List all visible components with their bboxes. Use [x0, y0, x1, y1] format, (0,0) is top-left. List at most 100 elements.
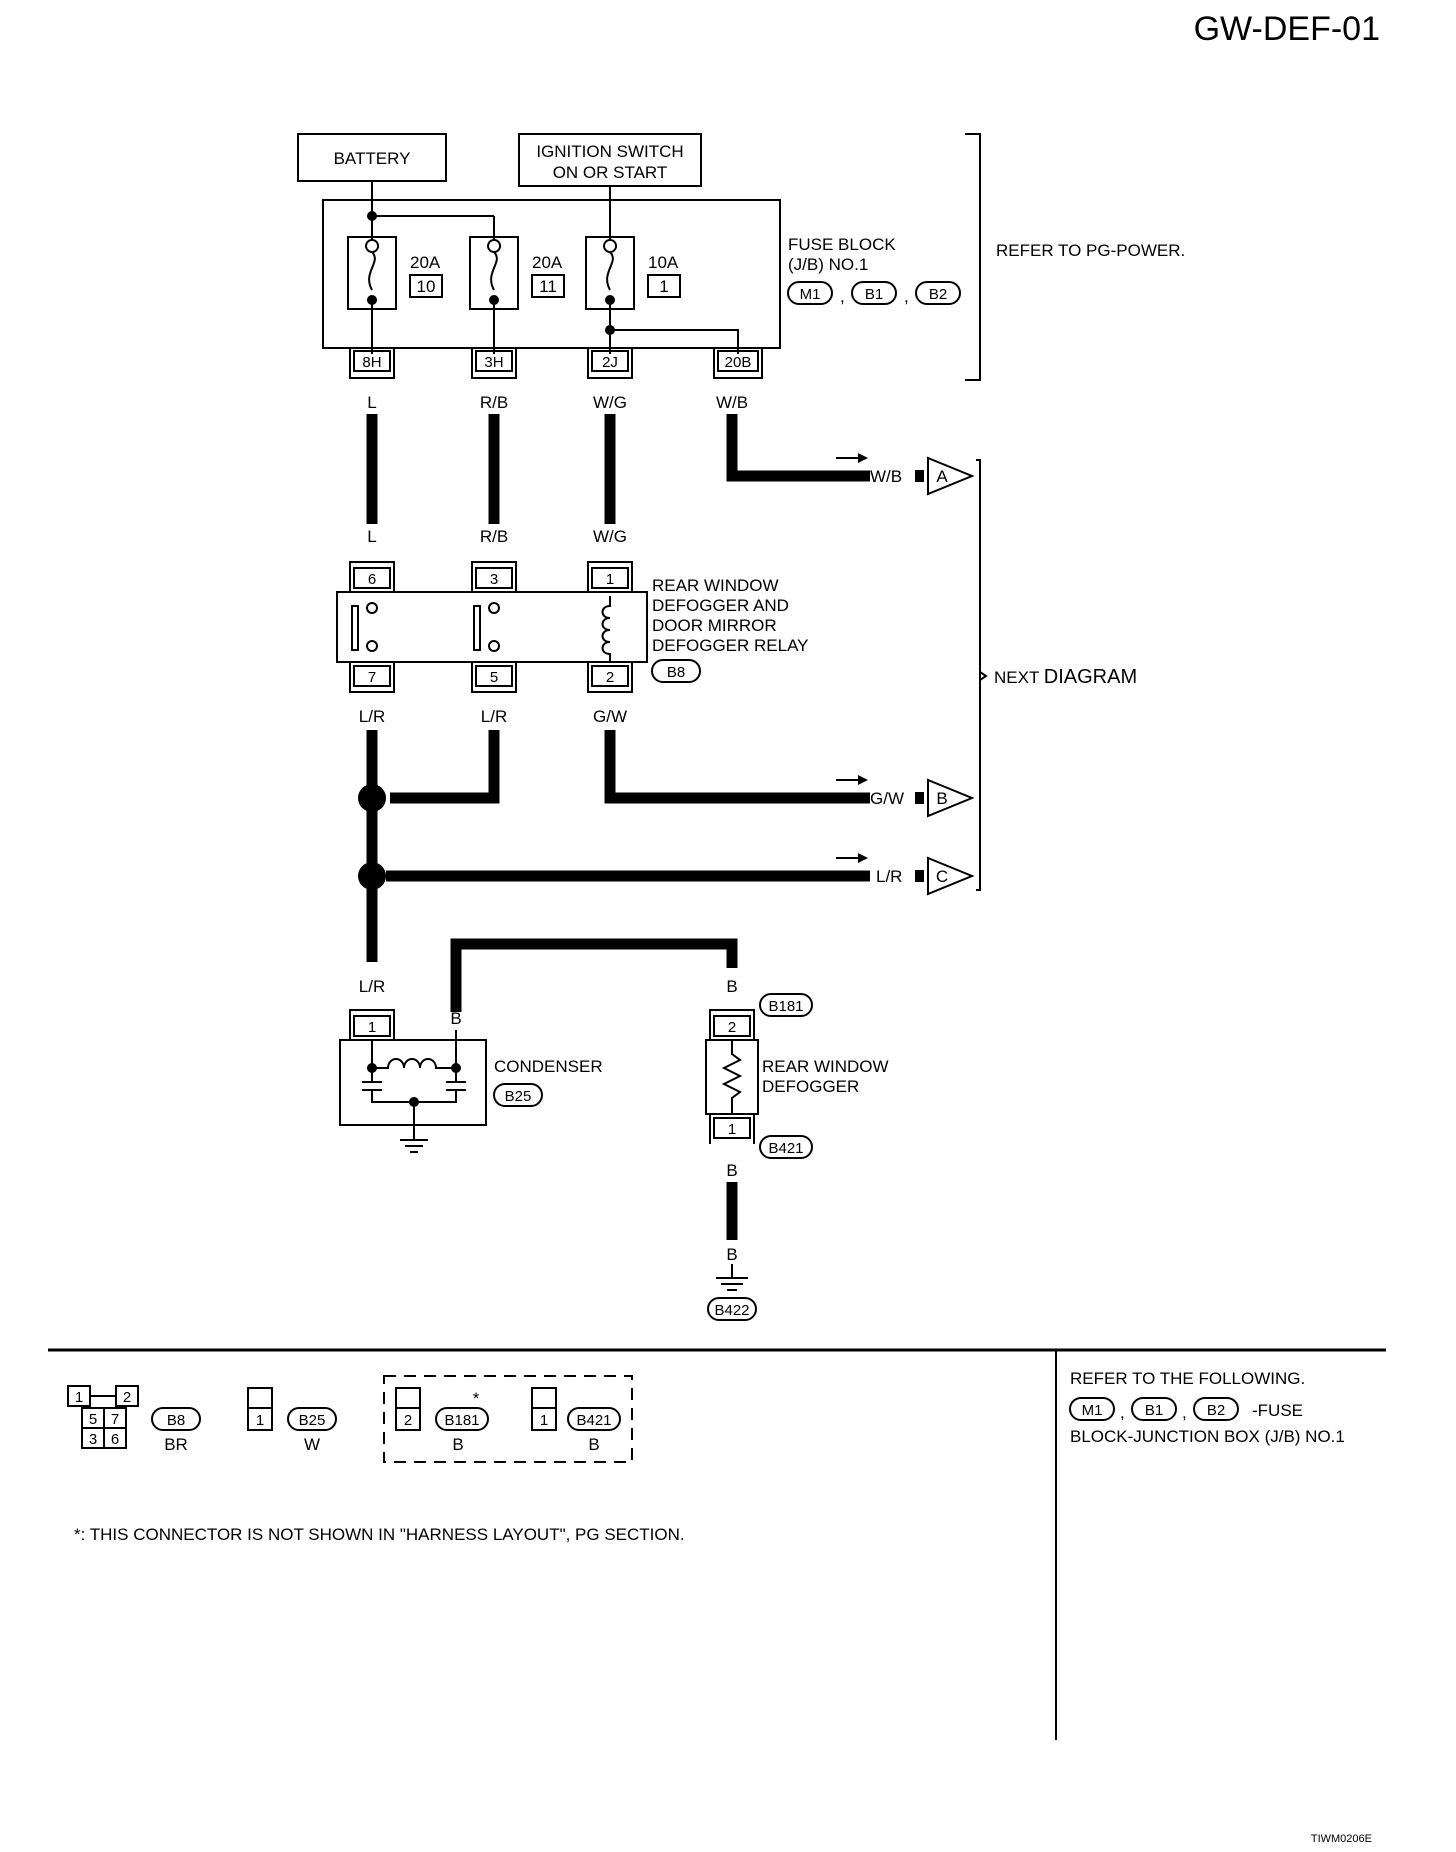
- relay-in-wg: W/G: [593, 527, 627, 546]
- legend-b8-pin: 7: [111, 1411, 119, 1428]
- arrow-b-wire-color: G/W: [870, 789, 904, 808]
- arrow-c-wire-color: L/R: [876, 867, 902, 886]
- condenser-connector-b25: B25: [505, 1088, 532, 1105]
- battery-label: BATTERY: [334, 149, 411, 168]
- fuse-block-label-2: (J/B) NO.1: [788, 255, 868, 274]
- footnote: *: THIS CONNECTOR IS NOT SHOWN IN "HARNE…: [74, 1525, 685, 1544]
- relay-pin-5: 5: [490, 669, 498, 686]
- legend-b8-connector: B8: [167, 1412, 185, 1429]
- relay-label-4: DEFOGGER RELAY: [652, 636, 809, 655]
- defogger-relay: 6 3 1 7 5 2 REAR WINDOW DEFOGGER AND DOO…: [336, 561, 809, 693]
- ignition-label-1: IGNITION SWITCH: [536, 142, 683, 161]
- defogger-wire-b-top: B: [726, 977, 737, 996]
- relay-label-3: DOOR MIRROR: [652, 616, 777, 635]
- legend-b421-color: B: [588, 1435, 599, 1454]
- image-code: TIWM0206E: [1311, 1833, 1372, 1845]
- rear-window-defogger: B181 2 1 REAR WINDOW DEFOGGER B421: [705, 993, 889, 1159]
- footnote-mark: *: [74, 1525, 81, 1544]
- arrow-c-label: C: [936, 867, 948, 886]
- relay-out-lr-5: L/R: [481, 707, 507, 726]
- ignition-label-2: ON OR START: [553, 163, 668, 182]
- wire-color-wg: W/G: [593, 393, 627, 412]
- legend-b421: 1 B421 B: [531, 1387, 621, 1454]
- relay-out-lr-7: L/R: [359, 707, 385, 726]
- refer-following-line3: BLOCK-JUNCTION BOX (J/B) NO.1: [1070, 1427, 1345, 1446]
- ground-symbol: B422: [707, 1264, 757, 1321]
- defogger-label-1: REAR WINDOW: [762, 1057, 889, 1076]
- defogger-pin-1: 1: [728, 1121, 736, 1138]
- arrow-a: [927, 456, 975, 496]
- legend-b8-pin: 3: [89, 1431, 97, 1448]
- legend-b8-color: BR: [164, 1435, 188, 1454]
- terminal-3h: 3H: [484, 354, 503, 371]
- relay-pin-7: 7: [368, 669, 376, 686]
- condenser-pin-1: 1: [368, 1019, 376, 1036]
- legend-b25-connector: B25: [299, 1412, 326, 1429]
- fuse-connector-b1: B1: [865, 286, 883, 303]
- relay-in-rb: R/B: [480, 527, 508, 546]
- relay-label-2: DEFOGGER AND: [652, 596, 789, 615]
- legend-b8: 1 2 5 7 3 6 B8 BR: [67, 1385, 201, 1454]
- legend-dashed-group: [383, 1375, 633, 1463]
- defogger-wire-b-bottom: B: [726, 1161, 737, 1180]
- arrow-b-label: B: [936, 789, 947, 808]
- wire-color-l: L: [367, 393, 376, 412]
- fuse-11-number: 11: [539, 277, 557, 296]
- arrow-a-wire-color: W/B: [870, 467, 902, 486]
- ignition-switch-box: [518, 133, 702, 187]
- refer-connector-m1: M1: [1082, 1402, 1103, 1419]
- relay-label-1: REAR WINDOW: [652, 576, 779, 595]
- legend-b181: 2 * B181 B: [395, 1387, 489, 1454]
- footnote-text: : THIS CONNECTOR IS NOT SHOWN IN "HARNES…: [81, 1525, 685, 1544]
- legend-b8-pin: 6: [111, 1431, 119, 1448]
- refer-pg-power: REFER TO PG-POWER.: [996, 241, 1185, 260]
- legend-b25-color: W: [304, 1435, 320, 1454]
- legend-b181-pin: 2: [404, 1412, 412, 1429]
- fuse-10-rating: 20A: [410, 253, 441, 272]
- fuse-1-number: 1: [659, 277, 668, 296]
- arrow-c: [927, 856, 975, 896]
- relay-in-l: L: [367, 527, 376, 546]
- fuse-11-rating: 20A: [532, 253, 563, 272]
- legend-b8-pin: 1: [75, 1389, 83, 1406]
- refer-bracket: [965, 133, 981, 381]
- legend-b8-pin: 5: [89, 1411, 97, 1428]
- defogger-pin-2: 2: [728, 1019, 736, 1036]
- legend-b8-pin: 2: [123, 1389, 131, 1406]
- fuse-block-label-1: FUSE BLOCK: [788, 235, 896, 254]
- relay-pin-6: 6: [368, 571, 376, 588]
- separator: ,: [1182, 1403, 1187, 1422]
- fuse-10-number: 10: [417, 277, 436, 296]
- separator: ,: [904, 287, 909, 306]
- separator: ,: [840, 287, 845, 306]
- fuse-block-outline: [322, 199, 781, 349]
- fuse-10: 20A 10: [347, 230, 443, 354]
- condenser-wire-lr: L/R: [359, 977, 385, 996]
- condenser: 1 CONDENSER B25: [339, 1009, 603, 1153]
- legend-b181-mark: *: [473, 1389, 480, 1408]
- legend-b25: 1 B25 W: [247, 1387, 337, 1454]
- separator: ,: [1120, 1403, 1125, 1422]
- legend-b181-connector: B181: [444, 1412, 479, 1429]
- next-diagram: DIAGRAM: [1044, 666, 1137, 688]
- fuse-1-rating: 10A: [648, 253, 679, 272]
- next-diagram-label: NEXT DIAGRAM: [994, 666, 1137, 688]
- arrow-b: [927, 778, 975, 818]
- fuse-terminals: 8H 3H 2J 20B: [349, 348, 763, 379]
- refer-following-line1: REFER TO THE FOLLOWING.: [1070, 1369, 1305, 1388]
- legend-b181-color: B: [452, 1435, 463, 1454]
- arrow-a-label: A: [936, 467, 948, 486]
- legend-b421-connector: B421: [576, 1412, 611, 1429]
- fuse-1: 10A 1: [585, 230, 739, 354]
- terminal-8h: 8H: [362, 354, 381, 371]
- defogger-connector-b421: B421: [768, 1140, 803, 1157]
- refer-connector-b1: B1: [1145, 1402, 1163, 1419]
- next-prefix: NEXT: [994, 668, 1044, 687]
- terminal-2j: 2J: [602, 354, 618, 371]
- wire-color-rb: R/B: [480, 393, 508, 412]
- defogger-label-2: DEFOGGER: [762, 1077, 859, 1096]
- legend-b421-pin: 1: [540, 1412, 548, 1429]
- wire-color-wb: W/B: [716, 393, 748, 412]
